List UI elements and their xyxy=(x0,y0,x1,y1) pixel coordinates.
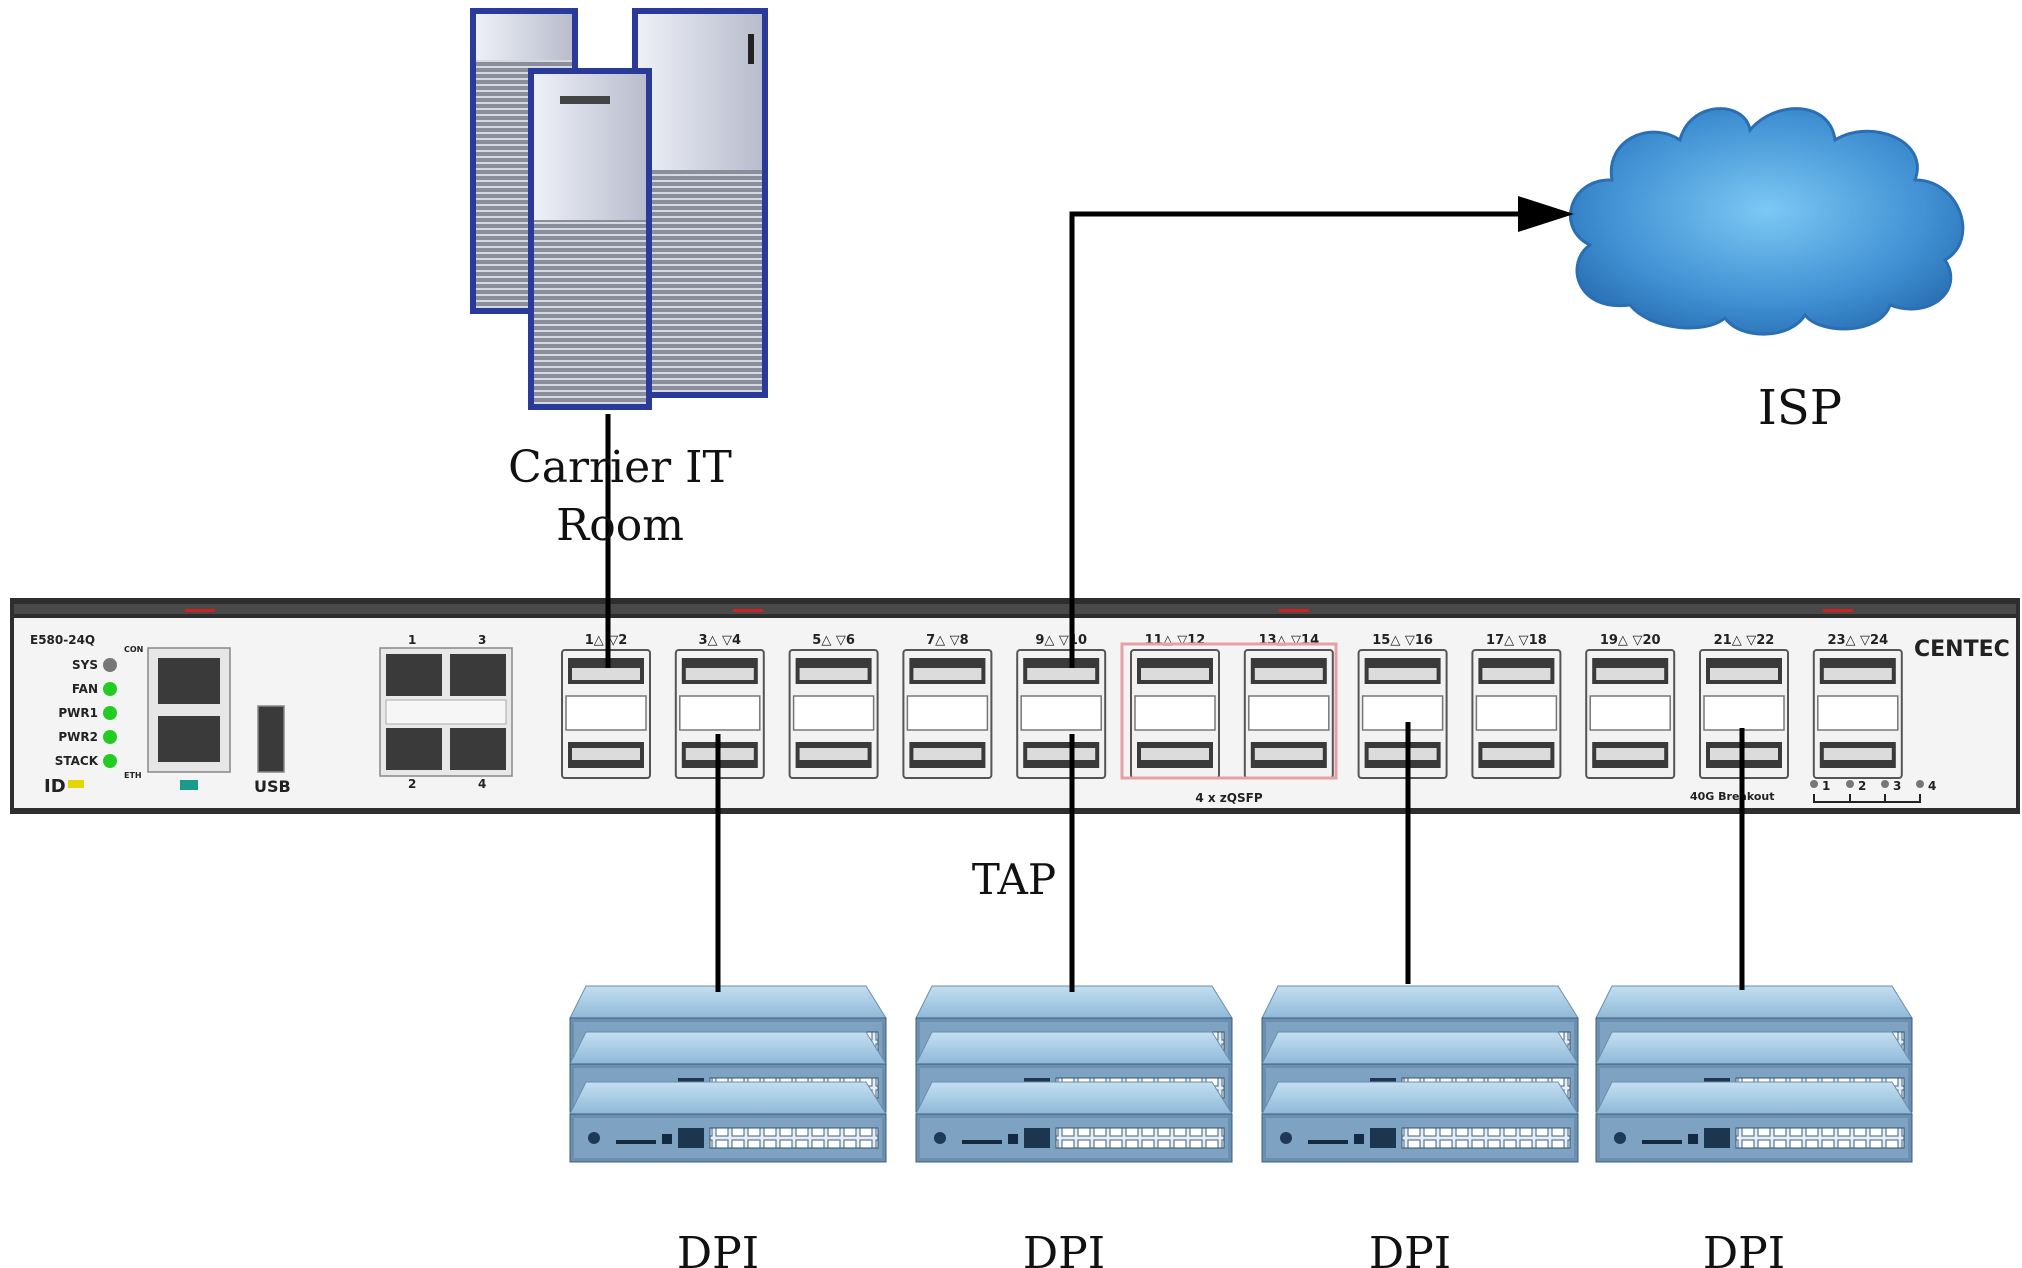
led-panel: SYS FAN PWR1 PWR2 STACK ID xyxy=(44,658,117,797)
sfp-port-icon xyxy=(902,649,993,779)
small-port-label-4: 4 xyxy=(478,777,486,791)
sfp-port-label: 5△ ▽6 xyxy=(812,633,855,648)
small-port-label-1: 1 xyxy=(408,633,416,647)
sfp-port-group: 11△ ▽12 xyxy=(1130,633,1220,779)
breakout-indicator: 1 2 3 4 xyxy=(1810,779,1936,803)
sfp-port-group: 5△ ▽6 xyxy=(788,633,879,779)
sfp-port-group: 9△ ▽10 xyxy=(1016,633,1107,779)
sfp-port-label: 7△ ▽8 xyxy=(926,633,969,648)
sfp-port-icon xyxy=(561,649,651,779)
isp-cloud-icon xyxy=(1569,107,1965,336)
breakout-port-1: 1 xyxy=(1822,779,1830,793)
led-stack-label: STACK xyxy=(55,754,99,768)
sfp-port-icon xyxy=(1016,649,1107,779)
carrier-label-line2: Room xyxy=(556,500,684,551)
sfp-port-icon xyxy=(1471,649,1562,779)
led-fan-icon xyxy=(103,682,117,696)
led-pwr2-label: PWR2 xyxy=(58,730,98,744)
dpi-label-4: DPI xyxy=(1703,1228,1785,1268)
zqsfp-note: 4 x zQSFP xyxy=(1195,791,1262,805)
led-pwr2-icon xyxy=(103,730,117,744)
switch-model: E580-24Q xyxy=(30,633,95,647)
sfp-port-group: 15△ ▽16 xyxy=(1357,633,1448,779)
small-port-label-3: 3 xyxy=(478,633,486,647)
sfp-port-label: 13△ ▽14 xyxy=(1258,633,1319,648)
dpi-stack-4 xyxy=(1595,985,1913,1163)
sfp-port-icon xyxy=(1357,649,1448,779)
sfp-port-label: 11△ ▽12 xyxy=(1145,633,1206,648)
breakout-port-4: 4 xyxy=(1928,779,1936,793)
isp-label: ISP xyxy=(1758,380,1842,436)
eth-label: ETH xyxy=(124,771,142,780)
connections xyxy=(605,211,1745,992)
network-switch: E580-24Q CENTEC SYS FAN PWR1 PWR2 STACK … xyxy=(10,598,2020,814)
sfp-port-group: 3△ ▽4 xyxy=(674,633,765,779)
sfp-port-icon xyxy=(1130,649,1220,779)
isp-arrowhead-icon xyxy=(1518,196,1574,232)
usb-port-icon xyxy=(257,705,285,773)
led-sys-label: SYS xyxy=(72,658,98,672)
sfp-port-label: 19△ ▽20 xyxy=(1600,633,1661,648)
led-fan-label: FAN xyxy=(72,682,98,696)
carrier-server-icon xyxy=(470,8,768,410)
dpi-label-3: DPI xyxy=(1369,1228,1451,1268)
led-stack-icon xyxy=(103,754,117,768)
sfp-port-group: 23△ ▽24 xyxy=(1812,633,1903,779)
breakout-port-3: 3 xyxy=(1893,779,1901,793)
led-pwr1-label: PWR1 xyxy=(58,706,98,720)
sfp-port-group: 17△ ▽18 xyxy=(1471,633,1562,779)
dpi-label-2: DPI xyxy=(1023,1228,1105,1268)
sfp-port-label: 9△ ▽10 xyxy=(1035,633,1087,648)
sfp-port-label: 23△ ▽24 xyxy=(1827,633,1888,648)
small-port-label-2: 2 xyxy=(408,777,416,791)
id-led-icon xyxy=(68,780,84,788)
sfp-port-icon xyxy=(1812,649,1903,779)
switch-to-isp-line xyxy=(1069,211,1530,668)
sfp-port-label: 21△ ▽22 xyxy=(1714,633,1775,648)
carrier-label-line1: Carrier IT xyxy=(508,442,732,493)
sfp-port-group: 13△ ▽14 xyxy=(1243,633,1334,779)
dpi-stack-1 xyxy=(569,985,887,1163)
sfp-port-group: 7△ ▽8 xyxy=(902,633,993,779)
sfp-port-icon xyxy=(1585,649,1676,779)
breakout-port-2: 2 xyxy=(1858,779,1866,793)
dpi-stack-2 xyxy=(915,985,1233,1163)
dpi-label-1: DPI xyxy=(677,1228,759,1268)
led-pwr1-icon xyxy=(103,706,117,720)
sfp-port-icon xyxy=(788,649,879,779)
usb-label: USB xyxy=(254,777,291,796)
sfp-port-label: 17△ ▽18 xyxy=(1486,633,1547,648)
breakout-note: 40G Breakout xyxy=(1690,790,1775,803)
small-port-block xyxy=(379,647,513,777)
sfp-port-label: 3△ ▽4 xyxy=(698,633,741,648)
sfp-port-icon xyxy=(1243,649,1334,779)
tap-label: TAP xyxy=(972,855,1056,904)
switch-brand: CENTEC xyxy=(1914,637,2010,662)
sfp-port-label: 15△ ▽16 xyxy=(1372,633,1433,648)
dpi-stack-3 xyxy=(1261,985,1579,1163)
led-sys-icon xyxy=(103,658,117,672)
id-label: ID xyxy=(44,776,66,797)
sfp-port-group: 19△ ▽20 xyxy=(1585,633,1676,779)
sfp-port-group: 21△ ▽22 xyxy=(1699,633,1789,779)
con-label: CON xyxy=(124,645,143,654)
zqsfp-highlight xyxy=(1120,642,1338,780)
